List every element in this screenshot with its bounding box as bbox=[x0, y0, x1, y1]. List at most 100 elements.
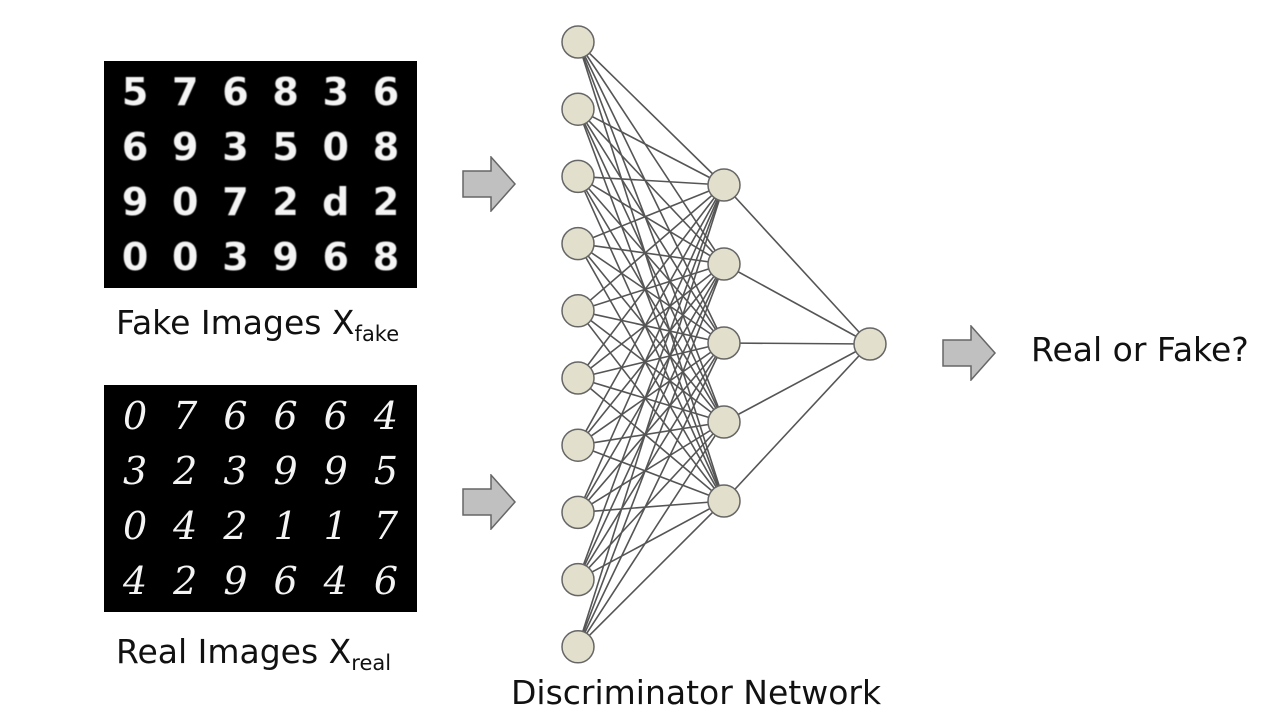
digit-image: 1 bbox=[323, 503, 348, 548]
digit-image: 6 bbox=[273, 394, 298, 439]
digit-image: 2 bbox=[223, 503, 248, 548]
network-edge bbox=[577, 184, 725, 648]
digit-image: 3 bbox=[222, 125, 249, 170]
digit-image: 0 bbox=[172, 234, 199, 279]
network-edge bbox=[577, 421, 725, 514]
network-edge bbox=[577, 108, 725, 186]
digit-image: 5 bbox=[373, 449, 398, 494]
network-edge bbox=[577, 342, 725, 446]
digit-image: 7 bbox=[173, 394, 198, 439]
fake-caption-subscript: fake bbox=[354, 322, 400, 346]
output-arrow-icon bbox=[942, 325, 996, 381]
digit-image: 9 bbox=[323, 449, 348, 494]
digit-image: 5 bbox=[121, 70, 149, 115]
network-edge bbox=[577, 175, 725, 344]
digit-image: 3 bbox=[122, 449, 148, 494]
network-edge bbox=[577, 444, 725, 502]
digit-image: 6 bbox=[273, 558, 298, 603]
digit-image: 4 bbox=[122, 558, 148, 603]
network-edge bbox=[577, 176, 725, 502]
output-node bbox=[853, 327, 887, 361]
digit-image: 2 bbox=[173, 558, 198, 603]
network-edge bbox=[577, 421, 725, 446]
digit-image: 8 bbox=[372, 234, 400, 279]
digit-image: 0 bbox=[121, 234, 149, 279]
digit-image: d bbox=[322, 179, 350, 224]
network-edge bbox=[577, 41, 725, 186]
digit-image: 4 bbox=[373, 394, 398, 439]
digit-image: 6 bbox=[322, 234, 349, 279]
digit-image: 4 bbox=[323, 558, 348, 603]
digit-image: 8 bbox=[372, 125, 400, 170]
input-node bbox=[561, 630, 595, 664]
digit-image: 2 bbox=[173, 449, 198, 494]
network-edge bbox=[723, 343, 871, 423]
digit-image: 6 bbox=[373, 558, 398, 603]
network-edge bbox=[577, 41, 725, 344]
network-edge bbox=[577, 342, 725, 513]
network-edge bbox=[577, 342, 725, 379]
network-edge bbox=[577, 184, 725, 513]
digit-image: 0 bbox=[122, 394, 148, 439]
network-edge bbox=[577, 108, 725, 423]
hidden-node bbox=[707, 326, 741, 360]
network-edge bbox=[577, 175, 725, 186]
input-node bbox=[561, 294, 595, 328]
network-edge bbox=[577, 500, 725, 581]
fake-images-caption: Fake Images Xfake bbox=[116, 303, 399, 346]
network-nodes bbox=[561, 25, 887, 664]
network-edge bbox=[577, 41, 725, 423]
digit-image: 9 bbox=[272, 234, 299, 279]
digit-image: 2 bbox=[372, 179, 400, 224]
digit-image: 0 bbox=[122, 503, 148, 548]
digit-image: 9 bbox=[223, 558, 248, 603]
network-edge bbox=[577, 421, 725, 648]
digit-image: 6 bbox=[372, 70, 400, 115]
digit-image: 8 bbox=[272, 70, 299, 115]
network-title: Discriminator Network bbox=[511, 673, 882, 712]
digit-image: 0 bbox=[322, 125, 349, 170]
network-edge bbox=[577, 263, 725, 513]
digit-image: 9 bbox=[121, 179, 149, 224]
real-caption-text: Real Images X bbox=[116, 632, 352, 671]
network-edge bbox=[577, 310, 725, 502]
input-node bbox=[561, 92, 595, 126]
network-edge bbox=[577, 263, 725, 580]
digit-image: 3 bbox=[222, 234, 249, 279]
digit-image: 6 bbox=[121, 125, 149, 170]
digit-image: 4 bbox=[173, 503, 198, 548]
digit-image: 1 bbox=[273, 503, 298, 548]
digit-image: 7 bbox=[373, 503, 398, 548]
hidden-node bbox=[707, 168, 741, 202]
input-node bbox=[561, 361, 595, 395]
network-edge bbox=[577, 377, 725, 502]
network-edge bbox=[577, 184, 725, 580]
real-images-caption: Real Images Xreal bbox=[116, 632, 391, 675]
output-label: Real or Fake? bbox=[1031, 330, 1249, 369]
digit-image: 9 bbox=[273, 449, 298, 494]
network-edge bbox=[577, 41, 725, 502]
digit-image: 6 bbox=[323, 394, 348, 439]
digit-image: 6 bbox=[222, 70, 249, 115]
digit-image: 6 bbox=[223, 394, 248, 439]
network-edges bbox=[577, 41, 871, 648]
digit-image: 2 bbox=[272, 179, 299, 224]
digit-image: 3 bbox=[223, 449, 248, 494]
digit-image: 7 bbox=[172, 70, 199, 115]
network-edge bbox=[723, 263, 871, 345]
hidden-node bbox=[707, 405, 741, 439]
network-edge bbox=[577, 184, 725, 245]
digit-image: 5 bbox=[272, 125, 299, 170]
network-edge bbox=[577, 342, 725, 581]
input-node bbox=[561, 428, 595, 462]
network-edge bbox=[723, 342, 871, 345]
network-edge bbox=[577, 342, 725, 648]
hidden-node bbox=[707, 247, 741, 281]
network-edge bbox=[577, 500, 725, 648]
network-edge bbox=[723, 184, 871, 345]
network-edge bbox=[577, 377, 725, 423]
